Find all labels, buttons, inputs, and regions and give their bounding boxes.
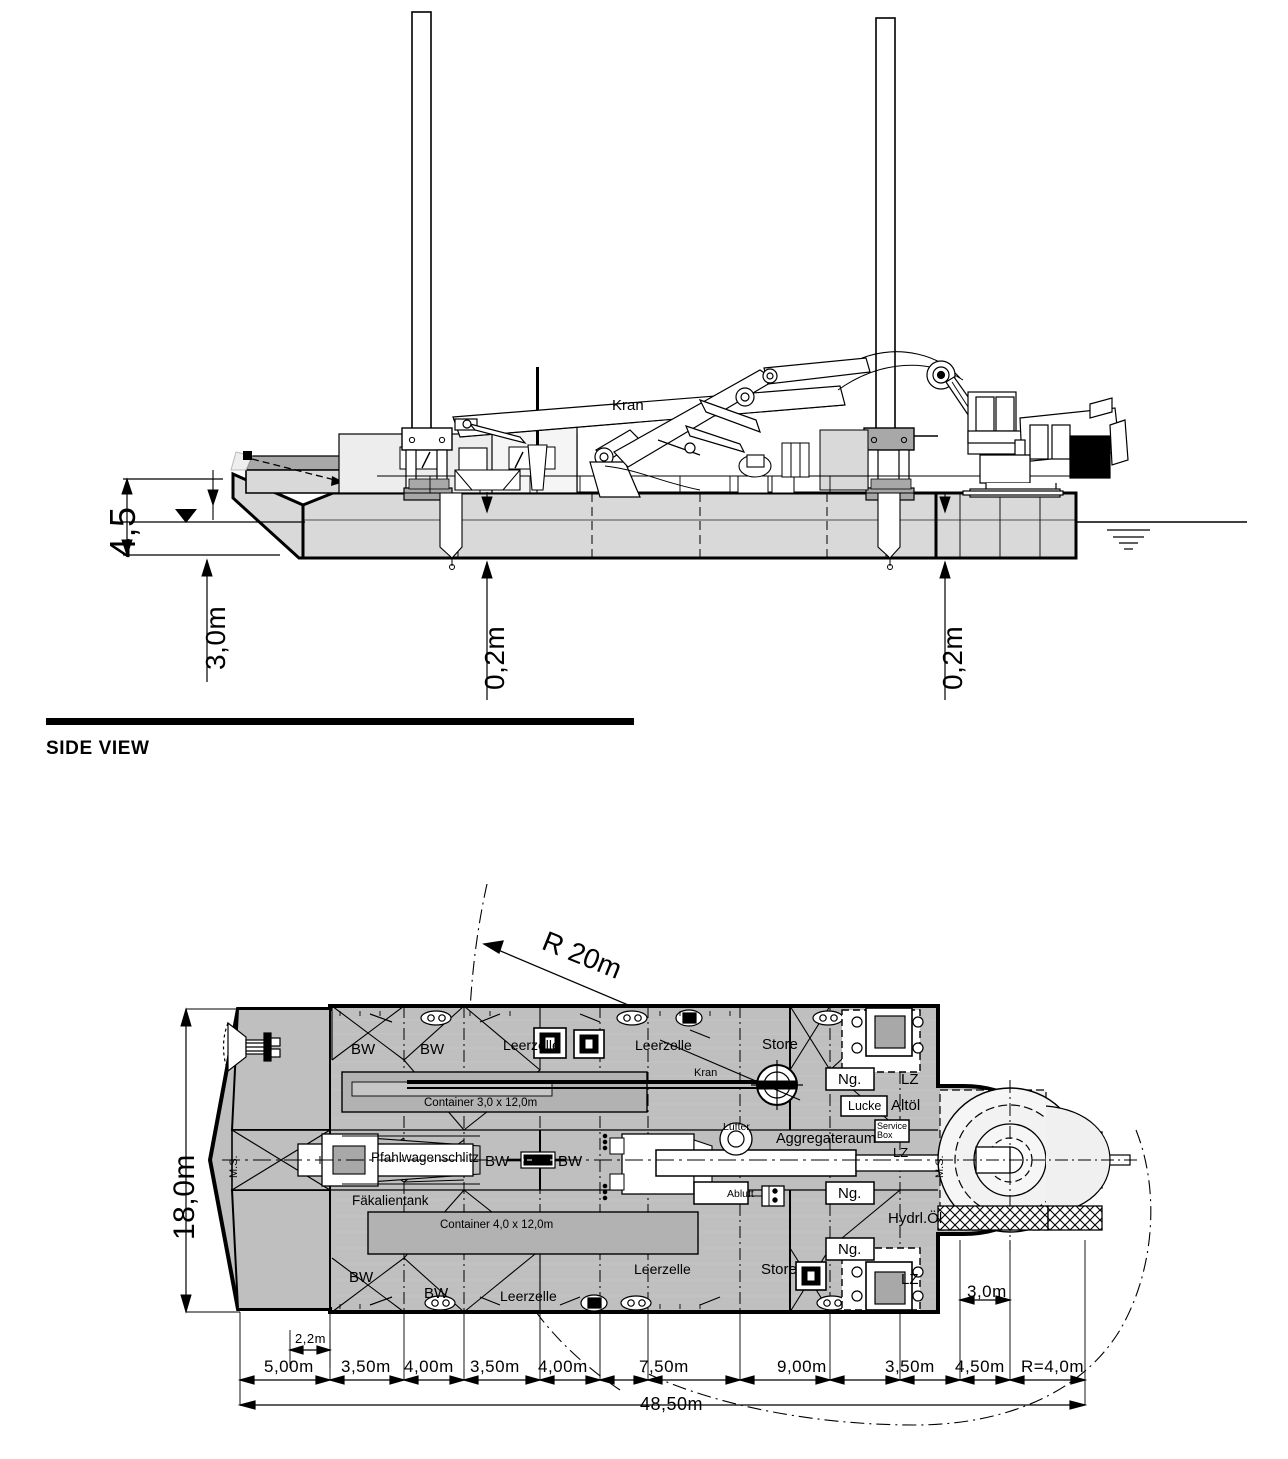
plan-stern-crane: [937, 1080, 1140, 1250]
plan-label-luefter: Lüfter: [723, 1121, 750, 1133]
plan-centerline-label-stern: M.S.: [934, 1155, 946, 1178]
plan-dim-chain-6: 7,50m: [639, 1357, 689, 1376]
plan-label-bw-3: BW: [485, 1153, 510, 1170]
plan-label-service-box-1: Service Box: [877, 1121, 908, 1141]
plan-label-lz-2: LZ: [893, 1145, 909, 1160]
crane-label-side: Kran: [612, 397, 644, 414]
plan-label-bw-6: BW: [424, 1285, 449, 1302]
plan-dim-chain-1: 5,00m: [264, 1357, 314, 1376]
side-view-draft-marker: [121, 509, 305, 523]
plan-label-leerzelle-4: Leerzelle: [634, 1261, 691, 1277]
plan-hatch-bottom: [841, 1247, 924, 1311]
plan-dim-overall: 48,50m: [640, 1394, 704, 1414]
plan-dim-beam: 18,0m: [168, 1154, 201, 1240]
plan-label-leerzelle-1: Leerzelle: [503, 1037, 560, 1053]
side-view-crane: [452, 351, 964, 498]
plan-label-faekalientank: Fäkalientank: [352, 1193, 429, 1208]
plan-dimension-overall: [237, 1400, 1088, 1410]
plan-label-ng-2: Ng.: [838, 1185, 862, 1202]
plan-label-lz-1: LZ: [901, 1071, 919, 1088]
plan-crane-slew-ring: [407, 1039, 803, 1110]
plan-small-hatch-icons: [533, 1027, 827, 1291]
plan-label-hydraulic-oil: Hydrl.Öl: [888, 1210, 943, 1227]
plan-deck-fittings-bottom: [339, 1294, 848, 1312]
plan-label-aggregateraum: Aggregateraum: [776, 1131, 876, 1147]
plan-label-lucke: Lucke: [848, 1099, 882, 1113]
plan-dimension-3-0m: [957, 1295, 1013, 1305]
plan-radius-leader: [482, 940, 641, 1011]
side-view-title: SIDE VIEW: [46, 738, 150, 759]
plan-dimension-extension-lines: [239, 1240, 1086, 1405]
plan-label-lz-3: LZ: [901, 1271, 919, 1288]
plan-dim-chain-7: 9,00m: [777, 1357, 827, 1376]
plan-dimension-18m: [180, 1007, 240, 1314]
plan-dim-chain-9: 4,50m: [955, 1357, 1005, 1376]
side-view-masts: [411, 11, 896, 443]
plan-hatch-top: [841, 1007, 924, 1073]
plan-dim-chain-8: 3,50m: [885, 1357, 935, 1376]
plan-dimension-chain: [237, 1375, 1088, 1385]
plan-dim-chain-4: 3,50m: [470, 1357, 520, 1376]
plan-deck-fittings-top: [339, 1009, 844, 1039]
plan-container-bottom: [367, 1211, 699, 1255]
plan-label-bw-5: BW: [349, 1269, 374, 1286]
plan-label-container-1: Container 3,0 x 12,0m: [424, 1097, 538, 1109]
plan-label-abluft: Abluft: [727, 1188, 754, 1200]
plan-label-kran: Kran: [694, 1067, 718, 1079]
side-view-spud-winch-right: [819, 427, 938, 570]
plan-dim-3-0m-stern: 3,0m: [967, 1282, 1007, 1301]
side-view-underline: [46, 718, 634, 725]
plan-label-leerzelle-3: Leerzelle: [500, 1288, 557, 1304]
plan-label-altoel: Altöl: [891, 1097, 921, 1114]
plan-label-pfahlwagenschlitz: Pfahlwagenschlitz: [371, 1150, 480, 1165]
side-view-excavator: [926, 360, 1129, 498]
plan-label-bw-4: BW: [558, 1153, 583, 1170]
plan-dim-chain-3: 4,00m: [404, 1357, 454, 1376]
plan-label-leerzelle-2: Leerzelle: [635, 1037, 692, 1053]
side-view-waterline: [1076, 521, 1247, 550]
plan-label-store-2: Store: [761, 1261, 797, 1278]
plan-boxed-label-frames: [693, 1067, 910, 1261]
plan-dim-chain-5: 4,00m: [538, 1357, 588, 1376]
side-view-dimension-lines: [121, 470, 951, 700]
plan-dimension-2-2m: [287, 1345, 333, 1355]
plan-centerline-label-bow: M.S.: [228, 1155, 240, 1178]
plan-slew-radius-arc: [468, 883, 1152, 1426]
plan-bow-propeller: [222, 1021, 281, 1073]
plan-label-ng-1: Ng.: [838, 1071, 862, 1088]
plan-machinery-room: [602, 1122, 943, 1207]
plan-label-ng-3: Ng.: [838, 1241, 862, 1258]
plan-dim-chain-10: R=4,0m: [1021, 1357, 1084, 1376]
plan-label-store-1: Store: [762, 1036, 798, 1053]
plan-dim-2-2m: 2,2m: [295, 1331, 326, 1346]
side-view-spud-winch-left: [401, 427, 463, 570]
plan-label-bw-2: BW: [420, 1041, 445, 1058]
plan-dim-chain-2: 3,50m: [341, 1357, 391, 1376]
plan-label-container-2: Container 4,0 x 12,0m: [440, 1219, 554, 1231]
plan-label-bw-1: BW: [351, 1041, 376, 1058]
